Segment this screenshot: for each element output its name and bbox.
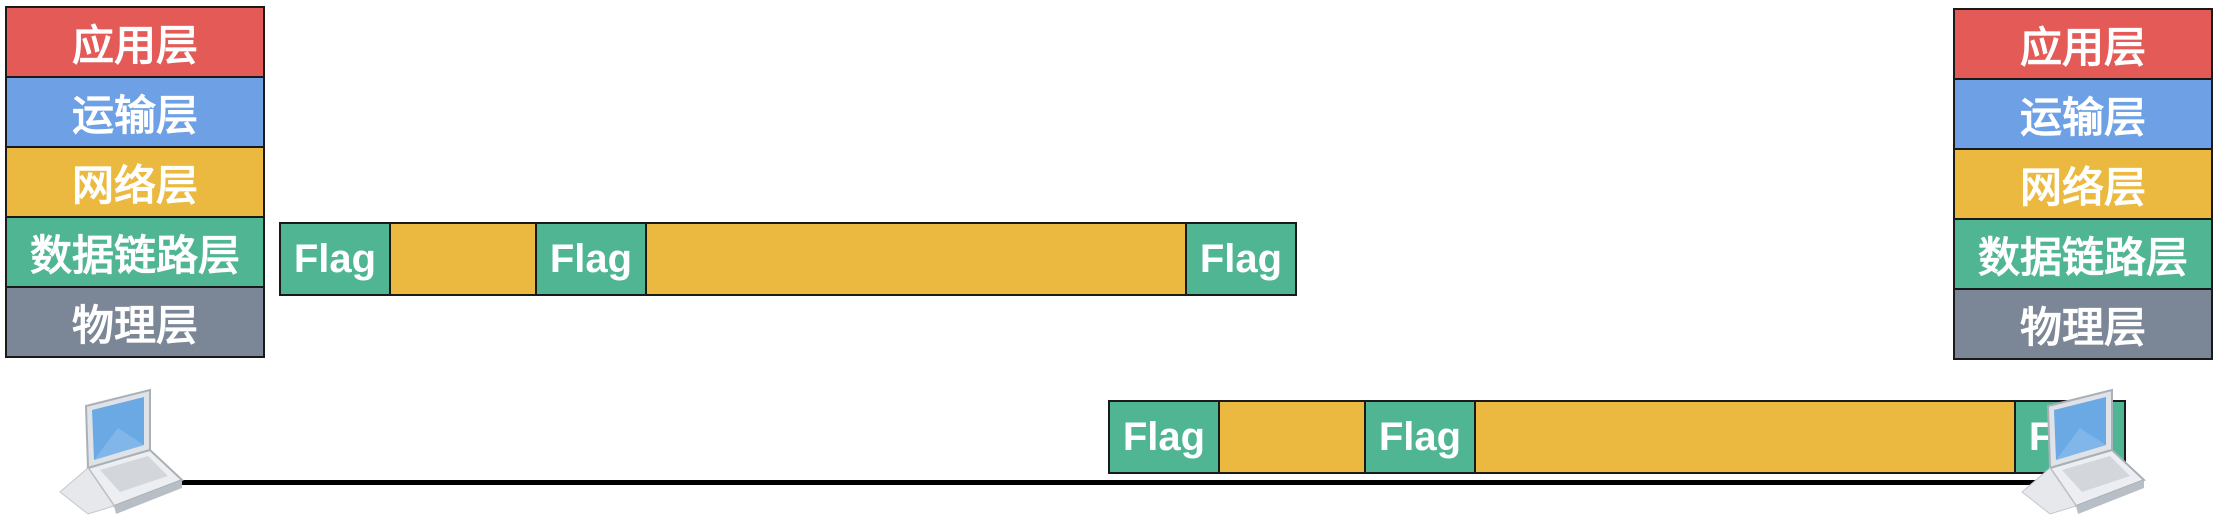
layer-physical: 物理层 (1953, 288, 2213, 360)
layer-data-link: 数据链路层 (1953, 218, 2213, 290)
right-protocol-stack: 应用层 运输层 网络层 数据链路层 物理层 (1953, 8, 2213, 360)
frame-payload (645, 222, 1187, 296)
frame-flag-middle: Flag (535, 222, 647, 296)
layer-physical: 物理层 (5, 286, 265, 358)
layer-application: 应用层 (5, 6, 265, 78)
layer-data-link: 数据链路层 (5, 216, 265, 288)
frame-payload (1474, 400, 2016, 474)
layer-network: 网络层 (5, 146, 265, 218)
frame-payload (1218, 400, 1366, 474)
left-protocol-stack: 应用层 运输层 网络层 数据链路层 物理层 (5, 6, 265, 358)
layer-transport: 运输层 (5, 76, 265, 148)
frame-flag-start: Flag (1108, 400, 1220, 474)
frame-payload (389, 222, 537, 296)
frame-flag-middle: Flag (1364, 400, 1476, 474)
layer-transport: 运输层 (1953, 78, 2213, 150)
layer-application: 应用层 (1953, 8, 2213, 80)
laptop-icon (2020, 388, 2150, 518)
frame-flag-end: Flag (1185, 222, 1297, 296)
frame-in-transit: Flag Flag Flag (1108, 400, 2126, 474)
frame-upper: Flag Flag Flag (279, 222, 1297, 296)
frame-flag-start: Flag (279, 222, 391, 296)
laptop-icon (58, 388, 188, 518)
layer-network: 网络层 (1953, 148, 2213, 220)
physical-link (172, 480, 2062, 485)
